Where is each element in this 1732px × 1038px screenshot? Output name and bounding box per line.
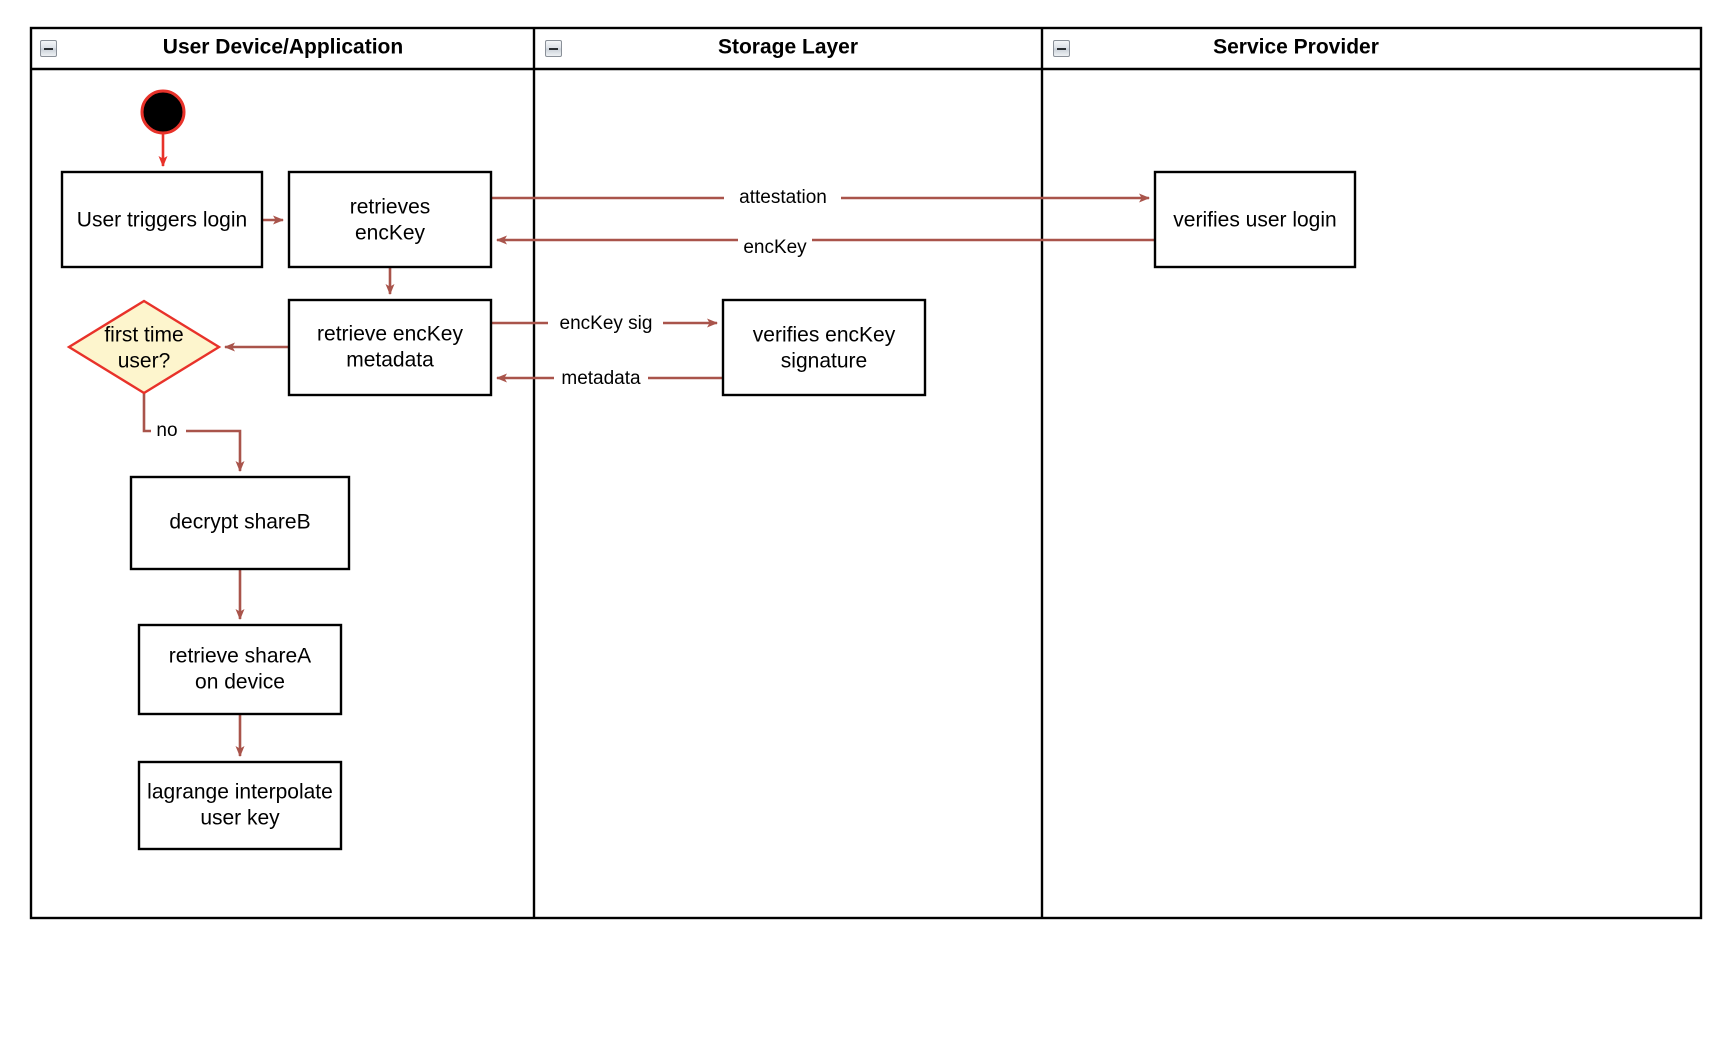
node-retrieve-sharea-on-device[interactable]: retrieve shareA on device (137, 623, 343, 716)
nodes-layer: User triggers login retrieves encKey ret… (60, 170, 1357, 851)
node-retrieves-enckey[interactable]: retrieves encKey (287, 170, 493, 269)
edge-labels-layer: attestation encKey encKey sig metadata n… (156, 187, 826, 441)
node-retrieve-enckey-metadata[interactable]: retrieve encKey metadata (287, 298, 493, 397)
node-label-lagrange-line2: user key (200, 807, 280, 830)
node-label-retrieve-sharea-line2: on device (195, 671, 285, 694)
node-label-retrieve-sharea-line1: retrieve shareA (169, 645, 311, 668)
start-node[interactable] (140, 89, 186, 135)
node-lagrange-interpolate-user-key[interactable]: lagrange interpolate user key (137, 760, 343, 851)
lane-title-user-device: User Device/Application (163, 36, 403, 59)
node-verifies-enckey-signature[interactable]: verifies encKey signature (721, 298, 927, 397)
collapse-minus-icon-lane-service-provider[interactable] (1053, 40, 1070, 57)
node-label-verifies-user-login: verifies user login (1173, 209, 1336, 232)
node-label-user-triggers-login: User triggers login (77, 209, 247, 232)
node-user-triggers-login[interactable]: User triggers login (60, 170, 264, 269)
edge-label-metadata: metadata (561, 368, 641, 389)
edge-label-attestation: attestation (739, 187, 827, 208)
node-first-time-user[interactable]: first time user? (66, 299, 222, 395)
node-label-retrieve-enckey-metadata-line2: metadata (346, 349, 434, 372)
node-verifies-user-login[interactable]: verifies user login (1153, 170, 1357, 269)
node-label-verifies-enckey-sig-line2: signature (781, 350, 867, 373)
collapse-minus-icon-lane-user-device[interactable] (40, 40, 57, 57)
node-label-retrieves-enckey-line1: retrieves (350, 196, 431, 219)
node-label-verifies-enckey-sig-line1: verifies encKey (753, 324, 896, 347)
edge-label-no: no (156, 420, 177, 441)
node-label-retrieve-enckey-metadata-line1: retrieve encKey (317, 323, 463, 346)
node-label-first-time-user-line1: first time (104, 324, 183, 347)
node-label-retrieves-enckey-line2: encKey (355, 222, 426, 245)
node-label-decrypt-shareb: decrypt shareB (169, 511, 310, 534)
edge-no-seg-a (142, 393, 151, 433)
lane-title-service-provider: Service Provider (1213, 36, 1379, 59)
edges-layer (142, 133, 1155, 757)
node-label-first-time-user-line2: user? (118, 350, 171, 373)
edge-label-enckey: encKey (743, 237, 807, 258)
collapse-minus-icon-lane-storage[interactable] (545, 40, 562, 57)
node-decrypt-shareb[interactable]: decrypt shareB (129, 475, 351, 571)
edge-no-seg-b (186, 429, 245, 472)
node-label-lagrange-line1: lagrange interpolate (147, 781, 333, 804)
edge-label-enckey-sig: encKey sig (560, 313, 653, 334)
lane-title-storage: Storage Layer (718, 36, 858, 59)
